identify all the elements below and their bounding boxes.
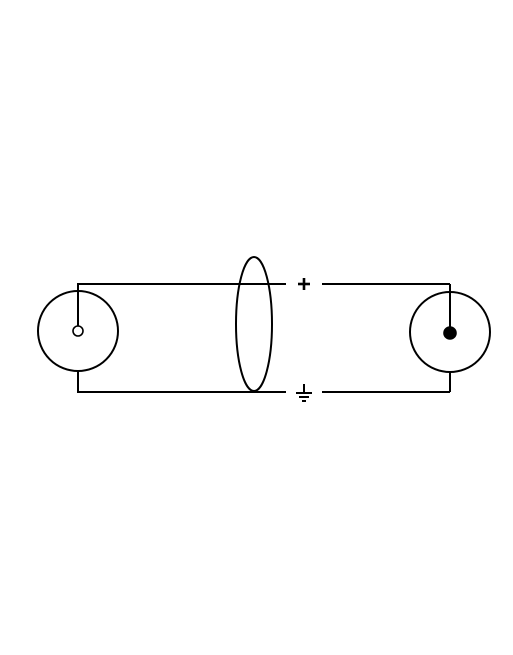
left-connector (37, 284, 119, 392)
left-connector-pin (72, 325, 84, 337)
plus-icon (298, 278, 310, 290)
cable-shield (235, 256, 273, 392)
signal-conductor (77, 278, 450, 290)
ground-conductor (77, 384, 450, 402)
right-connector-pin (443, 326, 457, 340)
right-connector (409, 284, 491, 392)
ground-icon (296, 384, 312, 402)
